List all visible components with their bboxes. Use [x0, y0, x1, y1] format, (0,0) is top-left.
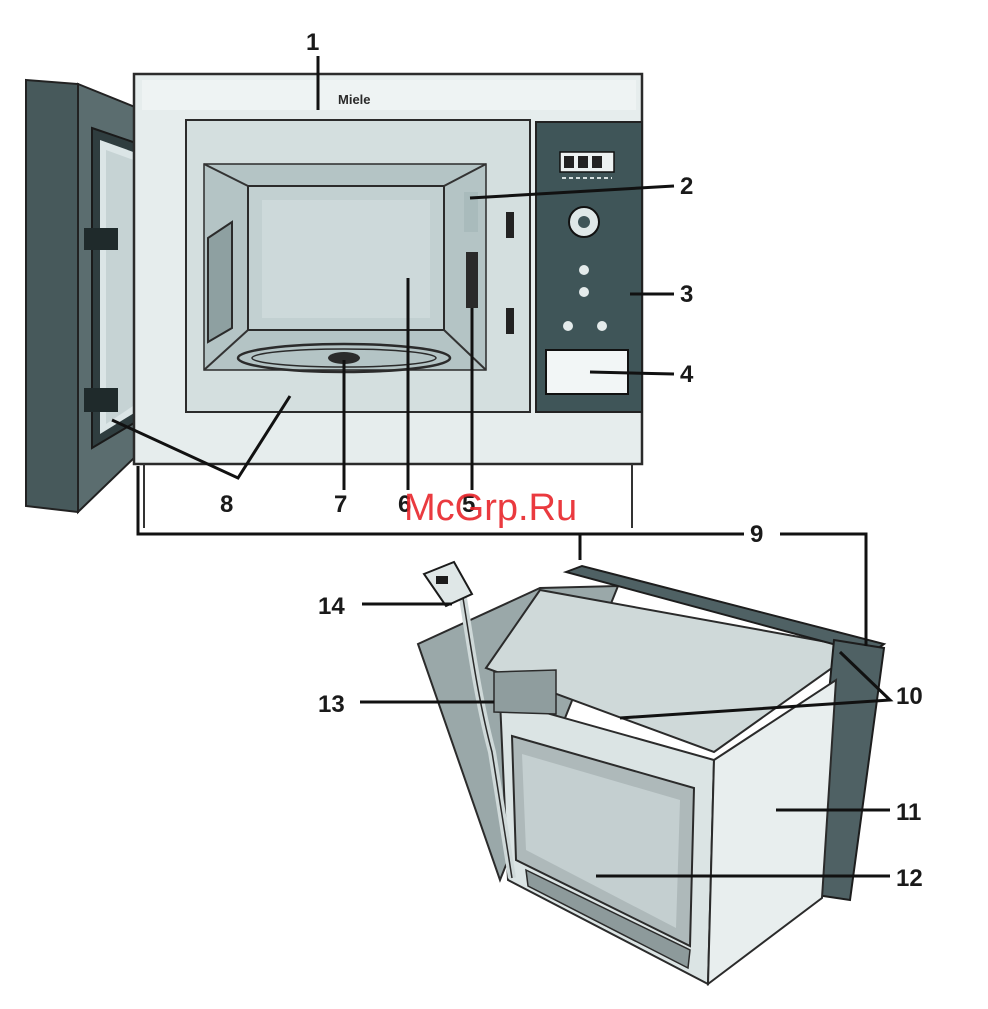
built-in-frame	[418, 566, 884, 984]
door-hinge-lower	[84, 388, 118, 412]
callout-11: 11	[896, 799, 921, 826]
mounting-bracket	[494, 670, 556, 714]
control-panel	[536, 122, 642, 412]
callout-7: 7	[334, 491, 347, 518]
door-interlock-slot	[466, 252, 478, 308]
oven-cavity	[204, 164, 514, 372]
brand-label: Miele	[338, 92, 371, 107]
side-vent	[208, 222, 232, 342]
button-start	[579, 265, 589, 275]
callout-1: 1	[306, 29, 319, 56]
callout-14: 14	[318, 593, 345, 620]
callout-4: 4	[680, 361, 694, 388]
cavity-back-wall	[262, 200, 430, 318]
watermark-text: McGrp.Ru	[404, 487, 577, 529]
callout-10: 10	[896, 683, 923, 710]
button-clock	[563, 321, 573, 331]
callout-13: 13	[318, 691, 345, 718]
callout-2: 2	[680, 173, 693, 200]
callout-8: 8	[220, 491, 233, 518]
callout-9: 9	[750, 521, 763, 548]
callout-12: 12	[896, 865, 923, 892]
door-hinge-upper	[84, 228, 118, 250]
callout-3: 3	[680, 281, 693, 308]
button-quick	[579, 287, 589, 297]
button-stop	[597, 321, 607, 331]
leader-4	[590, 372, 674, 374]
